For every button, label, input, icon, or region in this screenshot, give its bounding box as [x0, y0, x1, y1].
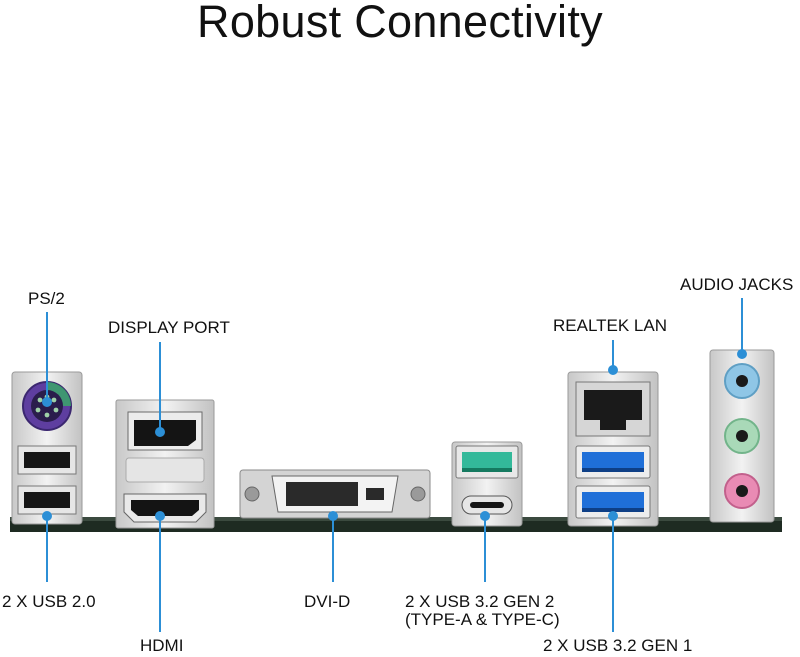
leader-lines — [42, 298, 747, 632]
page-title: Robust Connectivity — [197, 0, 603, 47]
label-usb32gen2-line1: 2 X USB 3.2 GEN 2 — [405, 592, 555, 611]
label-dvid: DVI-D — [304, 592, 351, 611]
label-display-port: DISPLAY PORT — [108, 318, 230, 337]
label-usb20: 2 X USB 2.0 — [2, 592, 96, 611]
label-hdmi: HDMI — [140, 636, 184, 655]
dvi-d-pins — [286, 482, 384, 506]
audio-jacks-stack — [709, 349, 775, 523]
dvi-d-connector — [239, 469, 431, 519]
label-usb32gen1: 2 X USB 3.2 GEN 1 — [543, 636, 693, 655]
label-audio-jacks: AUDIO JACKS — [680, 275, 794, 294]
usb32-gen2-stack — [451, 441, 523, 527]
label-usb32gen2-line2: (TYPE-A & TYPE-C) — [405, 610, 560, 629]
label-ps2: PS/2 — [28, 289, 65, 308]
lan-usb3-stack — [567, 371, 659, 527]
dp-hdmi-stack — [115, 399, 215, 529]
displayport-port — [134, 420, 196, 446]
label-realtek-lan: REALTEK LAN — [553, 316, 668, 335]
